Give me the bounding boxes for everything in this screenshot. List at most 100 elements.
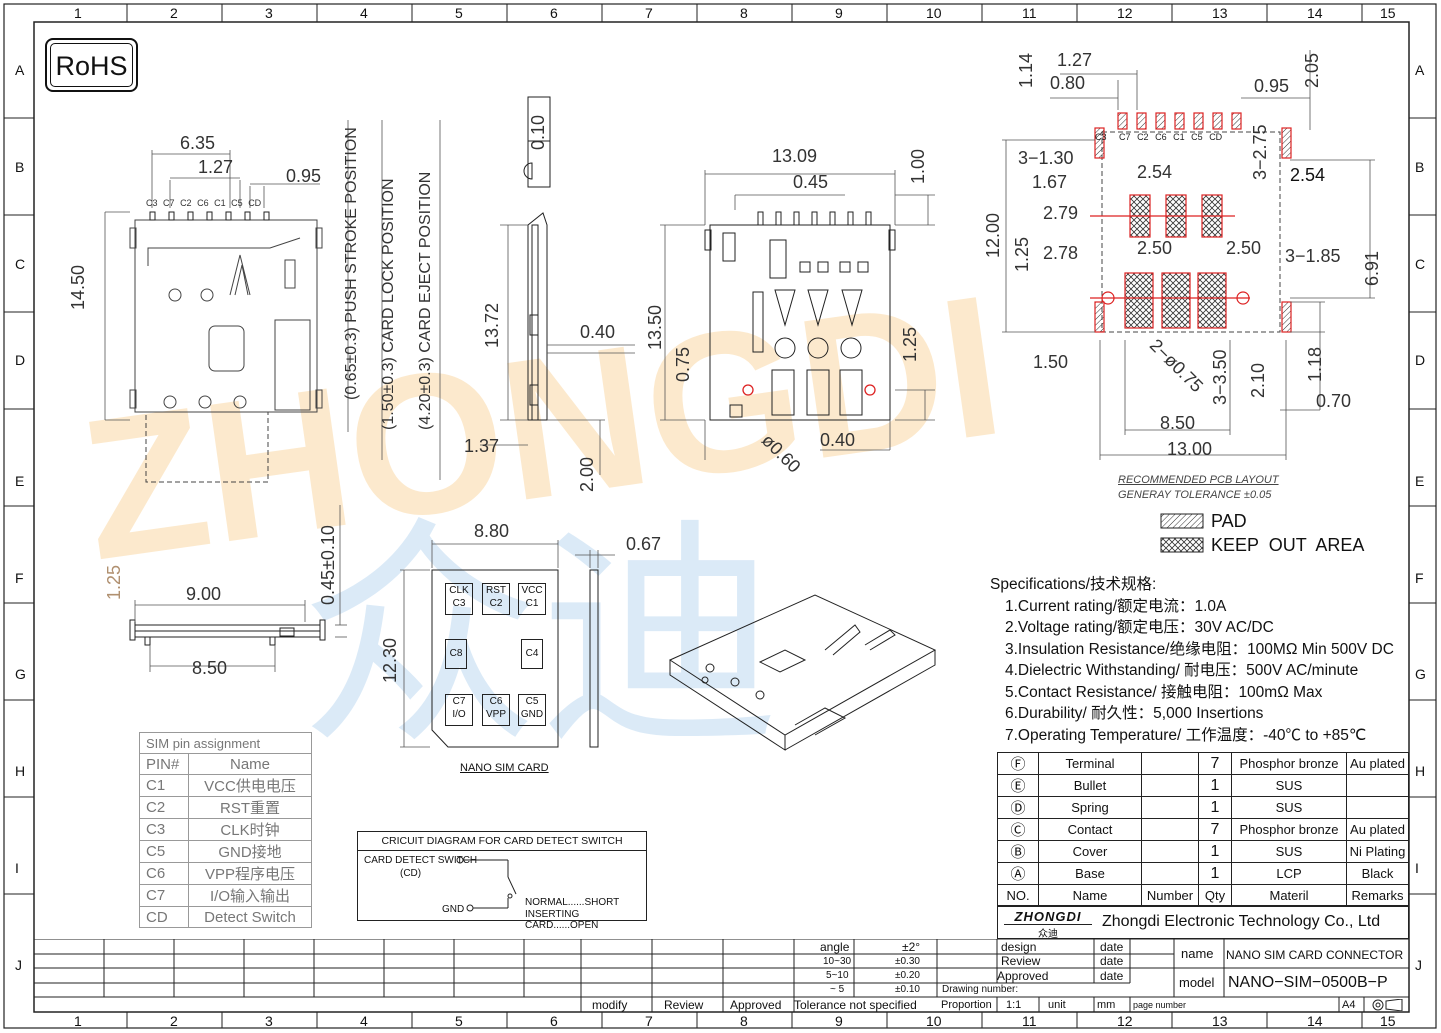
bom-header-name: Name [1038, 884, 1142, 906]
pin-label-c3: C3 [146, 198, 158, 208]
sim-caption: NANO SIM CARD [460, 762, 549, 774]
revision-modify: modify [592, 998, 628, 1012]
legend-pad: PAD [1211, 511, 1247, 531]
sim-dim-12-30: 12.30 [380, 637, 400, 683]
pcb-pin-labels: C3 C7 C2 C6 C1 C5 CD [1095, 132, 1223, 142]
sim-contact-vcc-a: VCC [521, 585, 543, 596]
circuit-note-2: INSERTING CARD......OPEN [525, 909, 599, 931]
pin-name-cell: GND接地 [188, 840, 312, 863]
unit-value: mm [1097, 999, 1116, 1011]
pcb-dim-1-14: 1.14 [1016, 52, 1036, 88]
tol-row-1-value: ±0.30 [895, 956, 920, 967]
dim-6-35: 6.35 [180, 133, 216, 153]
circuit-title: CRICUIT DIAGRAM FOR CARD DETECT SWITCH [358, 832, 646, 851]
position-eject: (4.20±0.3) CARD EJECT POSITION [417, 171, 434, 430]
drawing-number: Drawing number: [942, 984, 1019, 995]
row-label-g-right: G [1415, 666, 1426, 682]
row-label-f: F [15, 570, 24, 586]
bom-header-remarks: Remarks [1346, 884, 1409, 906]
pcb-dim-8-50: 8.50 [1160, 413, 1196, 433]
row-label-f-right: F [1415, 570, 1424, 586]
circuit-note-1: NORMAL......SHORT [525, 897, 620, 908]
col-label-3-bottom: 3 [265, 1013, 273, 1029]
front-view [129, 505, 347, 672]
row-label-h: H [15, 763, 26, 779]
bom-header-material: Materil [1231, 884, 1347, 906]
projection-symbol-icon [1372, 999, 1403, 1011]
bottom-view [660, 170, 935, 460]
circuit-gnd: GND [442, 904, 465, 915]
sim-contact-c5-b: GND [520, 709, 544, 720]
col-label-4: 4 [360, 5, 368, 21]
pcb-pin-c7: C7 [1119, 132, 1131, 142]
dim-0-75: 0.75 [673, 346, 693, 382]
bom-name: Base [1038, 862, 1142, 885]
row-label-g: G [15, 666, 26, 682]
row-label-b-right: B [1415, 159, 1425, 175]
row-label-b: B [15, 159, 25, 175]
row-label-h-right: H [1415, 763, 1426, 779]
date-label-1: date [1100, 940, 1124, 954]
pcb-dim-2-78: 2.78 [1043, 243, 1079, 263]
company-logo-text: ZHONGDI [1004, 909, 1092, 925]
bom-remarks [1346, 796, 1409, 819]
dim-1-25: 1.25 [900, 326, 920, 362]
bom-number [1141, 796, 1199, 819]
table-row: Ⓑ Cover 1 SUS Ni Plating [997, 840, 1409, 863]
table-row: Ⓐ Base 1 LCP Black [997, 862, 1409, 885]
row-label-a-right: A [1415, 62, 1425, 78]
bom-no: Ⓐ [997, 862, 1039, 885]
pin-label-c2: C2 [180, 198, 192, 208]
col-label-14-bottom: 14 [1307, 1013, 1323, 1029]
row-label-e: E [15, 473, 25, 489]
pcb-dim-1-18: 1.18 [1305, 346, 1325, 382]
bom-number [1141, 818, 1199, 841]
nano-sim-view [400, 540, 615, 748]
pcb-pin-cd: CD [1209, 132, 1223, 142]
pcb-pin-c1: C1 [1173, 132, 1185, 142]
pcb-dim-0-70: 0.70 [1316, 391, 1352, 411]
watermark-cn: 众迪 [300, 503, 780, 771]
sim-contact-c7-b: I/O [452, 709, 466, 720]
sim-contact-c5: C5 GND [518, 694, 546, 726]
sim-contact-rst: RST C2 [482, 583, 510, 615]
bom-number [1141, 752, 1199, 775]
bom-header-no: NO. [997, 884, 1039, 906]
pcb-dim-6-91: 6.91 [1362, 250, 1382, 286]
bom-header-row: NO. Name Number Qty Materil Remarks [997, 884, 1409, 906]
col-label-12: 12 [1117, 5, 1133, 21]
pcb-caption-1: RECOMMENDED PCB LAYOUT [1118, 474, 1279, 486]
bom-name: Cover [1038, 840, 1142, 863]
bom-qty: 7 [1198, 818, 1232, 841]
tol-row-1-range: 10~30 [823, 956, 852, 967]
pin-table-title: SIM pin assignment [139, 732, 312, 754]
pin-cell: CD [139, 906, 189, 928]
pin-table-header-name: Name [188, 753, 312, 775]
spec-title: Specifications/技术规格: [990, 576, 1157, 593]
name-value: NANO SIM CARD CONNECTOR [1226, 948, 1404, 962]
sim-contact-c7: C7 I/O [445, 694, 473, 726]
col-label-5: 5 [455, 5, 463, 21]
sim-contact-rst-a: RST [486, 585, 506, 596]
bom-qty: 1 [1198, 774, 1232, 797]
col-label-9: 9 [835, 5, 843, 21]
bom-qty: 1 [1198, 796, 1232, 819]
spec-item-3: 3.Insulation Resistance/绝缘电阻：100MΩ Min 5… [1005, 641, 1394, 658]
sim-contact-c7-a: C7 [452, 696, 466, 707]
name-label: name [1181, 946, 1214, 961]
title-block-grid [34, 939, 1409, 1012]
role-review: Review [1001, 954, 1041, 968]
bom-number [1141, 862, 1199, 885]
pcb-dim-2-50a: 2.50 [1137, 238, 1173, 258]
pin-label-c7: C7 [163, 198, 175, 208]
col-label-7: 7 [645, 5, 653, 21]
sim-contact-clk-a: CLK [449, 585, 469, 596]
pin-cell: C5 [139, 840, 189, 863]
pcb-dim-3-1-30: 3−1.30 [1018, 148, 1074, 168]
company-logo-cn: 众迪 [1038, 929, 1058, 940]
position-push: (0.65±0.3) PUSH STROKE POSITION [343, 127, 360, 400]
col-label-11: 11 [1022, 5, 1037, 21]
bom-no: Ⓑ [997, 840, 1039, 863]
